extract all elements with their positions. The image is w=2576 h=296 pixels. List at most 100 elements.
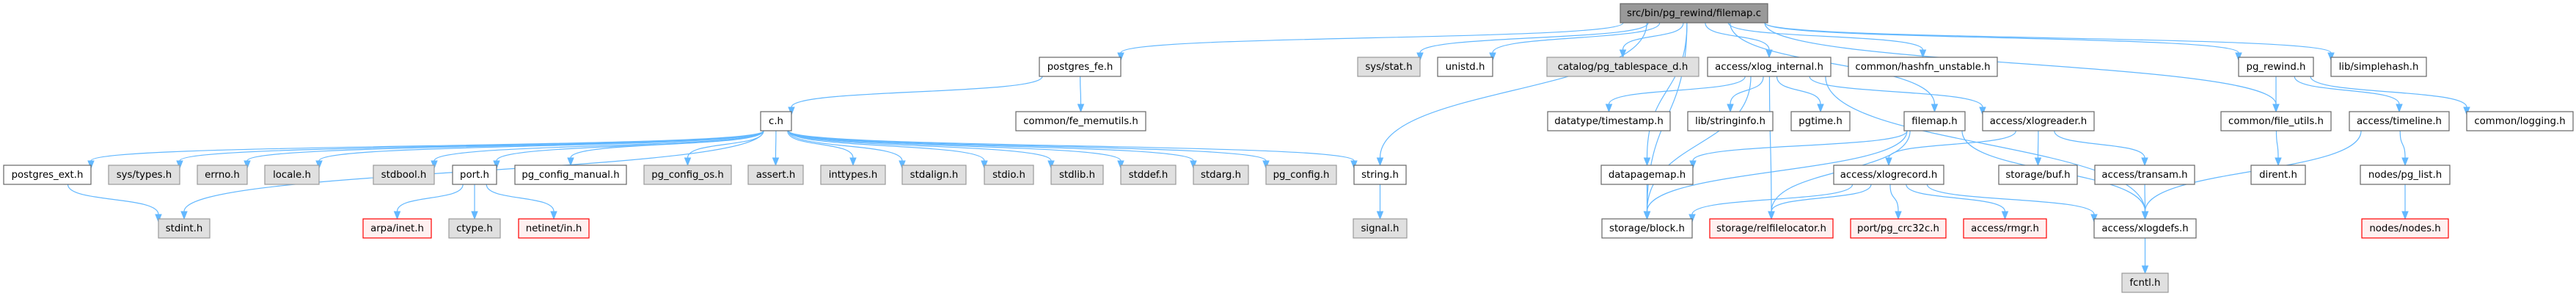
node-unistd-h[interactable]: unistd.h <box>1437 57 1493 77</box>
node-pg-config-manual-h[interactable]: pg_config_manual.h <box>514 165 627 185</box>
node-stdio-h[interactable]: stdio.h <box>984 165 1034 185</box>
node-storage-block-h[interactable]: storage/block.h <box>1601 218 1693 239</box>
node-arpa-inet-h[interactable]: arpa/inet.h <box>362 218 432 239</box>
node-dirent-h[interactable]: dirent.h <box>2250 165 2306 185</box>
node-box <box>1437 57 1493 77</box>
node-label: unistd.h <box>1446 62 1485 73</box>
arrowhead-icon <box>772 157 780 167</box>
edge-line <box>1730 22 1936 105</box>
node-label: fcntl.h <box>2130 278 2161 289</box>
node-datatype-timestamp-h[interactable]: datatype/timestamp.h <box>1547 111 1671 131</box>
arrowhead-icon <box>2327 52 2335 62</box>
node-label: common/fe_memutils.h <box>1023 116 1138 127</box>
edge-c-h-to-stdalign <box>788 130 906 170</box>
node-c-h[interactable]: c.h <box>760 111 792 131</box>
edge-line <box>687 130 764 159</box>
node-lib-stringinfo-h[interactable]: lib/stringinfo.h <box>1687 111 1774 131</box>
edge-line <box>179 130 764 162</box>
node-pg-config-h[interactable]: pg_config.h <box>1265 165 1337 185</box>
node-port-h[interactable]: port.h <box>452 165 497 185</box>
arrowhead-icon <box>684 157 692 167</box>
node-label: netinet/in.h <box>526 223 582 234</box>
node-postgres-ext-h[interactable]: postgres_ext.h <box>3 165 92 185</box>
node-box <box>820 165 886 185</box>
node-common-fe-memutils-h[interactable]: common/fe_memutils.h <box>1015 111 1146 131</box>
node-catalog-pg-tablespace-d-h[interactable]: catalog/pg_tablespace_d.h <box>1546 57 1699 77</box>
node-signal-h[interactable]: signal.h <box>1353 218 1408 239</box>
edge-line <box>1120 22 1624 54</box>
node-label: access/xlogdefs.h <box>2101 223 2188 234</box>
arrowhead-icon <box>1489 52 1496 62</box>
node-access-xlog-internal-h[interactable]: access/xlog_internal.h <box>1707 57 1832 77</box>
node-box <box>2360 165 2451 185</box>
node-port-pg-crc32c-h[interactable]: port/pg_crc32c.h <box>1850 218 1947 239</box>
edge-line <box>2275 130 2279 159</box>
node-label: dirent.h <box>2259 170 2297 181</box>
node-box <box>1620 3 1768 24</box>
node-assert-h[interactable]: assert.h <box>747 165 804 185</box>
node-label: inttypes.h <box>829 170 878 181</box>
node-netinet-in-h[interactable]: netinet/in.h <box>518 218 590 239</box>
node-sys-types-h[interactable]: sys/types.h <box>108 165 180 185</box>
node-access-rmgr-h[interactable]: access/rmgr.h <box>1963 218 2047 239</box>
node-label: storage/relfilelocator.h <box>1716 223 1826 234</box>
node-label: stdio.h <box>992 170 1025 181</box>
arrowhead-icon <box>1931 104 1939 113</box>
edge-c-h-to-stddef <box>788 130 1124 170</box>
node-sys-stat-h[interactable]: sys/stat.h <box>1357 57 1421 77</box>
node-box <box>901 165 967 185</box>
edge-port-to-netinet-in <box>486 184 557 220</box>
node-stdalign-h[interactable]: stdalign.h <box>901 165 967 185</box>
node-locale-h[interactable]: locale.h <box>264 165 320 185</box>
node-label: postgres_ext.h <box>12 170 84 181</box>
arrowhead-icon <box>315 160 323 170</box>
node-ctype-h[interactable]: ctype.h <box>448 218 501 239</box>
node-stdbool-h[interactable]: stdbool.h <box>373 165 435 185</box>
node-stdarg-h[interactable]: stdarg.h <box>1193 165 1249 185</box>
node-access-xlogdefs-h[interactable]: access/xlogdefs.h <box>2093 218 2197 239</box>
node-access-xlogrecord-h[interactable]: access/xlogrecord.h <box>1833 165 1944 185</box>
node-common-file-utils-h[interactable]: common/file_utils.h <box>2220 111 2332 131</box>
node-storage-buf-h[interactable]: storage/buf.h <box>1998 165 2078 185</box>
node-access-transam-h[interactable]: access/transam.h <box>2094 165 2195 185</box>
node-pg-rewind-h[interactable]: pg_rewind.h <box>2238 57 2314 77</box>
edge-xlog-internal-to-stringinfo <box>1727 76 1764 113</box>
node-box <box>108 165 180 185</box>
node-datapagemap-h[interactable]: datapagemap.h <box>1600 165 1694 185</box>
node-nodes-pg-list-h[interactable]: nodes/pg_list.h <box>2360 165 2451 185</box>
node-string-h[interactable]: string.h <box>1353 165 1407 185</box>
arrowhead-icon <box>1727 104 1734 113</box>
edge-line <box>787 130 854 159</box>
node-storage-relfilelocator-h[interactable]: storage/relfilelocator.h <box>1709 218 1834 239</box>
edge-file-utils-to-dirent <box>2275 130 2282 167</box>
node-common-logging-h[interactable]: common/logging.h <box>2466 111 2574 131</box>
node-stdint-h[interactable]: stdint.h <box>158 218 211 239</box>
node-pg-config-os-h[interactable]: pg_config_os.h <box>643 165 732 185</box>
node-pgtime-h[interactable]: pgtime.h <box>1790 111 1851 131</box>
node-box <box>2250 165 2306 185</box>
edge-line <box>1926 184 2095 215</box>
node-inttypes-h[interactable]: inttypes.h <box>820 165 886 185</box>
node-label: access/transam.h <box>2101 170 2187 181</box>
edge-filemap-c-to-xlog-internal <box>1705 22 1773 59</box>
node-box <box>1120 165 1177 185</box>
arrowhead-icon <box>2463 107 2470 116</box>
node-fcntl-h[interactable]: fcntl.h <box>2121 272 2169 293</box>
node-nodes-nodes-h[interactable]: nodes/nodes.h <box>2361 218 2449 239</box>
node-box <box>2238 57 2314 77</box>
arrowhead-icon <box>2235 52 2242 62</box>
node-label: filemap.h <box>1911 116 1957 127</box>
node-access-timeline-h[interactable]: access/timeline.h <box>2349 111 2450 131</box>
node-label: arpa/inet.h <box>370 223 424 234</box>
node-filemap-h[interactable]: filemap.h <box>1903 111 1966 131</box>
node-box <box>1903 111 1966 131</box>
node-common-hashfn-unstable-h[interactable]: common/hashfn_unstable.h <box>1848 57 1998 77</box>
node-lib-simplehash-h[interactable]: lib/simplehash.h <box>2330 57 2427 77</box>
node-stddef-h[interactable]: stddef.h <box>1120 165 1177 185</box>
node-errno-h[interactable]: errno.h <box>197 165 248 185</box>
edge-xlogrecord-to-rmgr <box>1906 184 2009 220</box>
node-access-xlogreader-h[interactable]: access/xlogreader.h <box>1982 111 2095 131</box>
node-stdlib-h[interactable]: stdlib.h <box>1050 165 1104 185</box>
node-postgres-fe-h[interactable]: postgres_fe.h <box>1039 57 1121 77</box>
edge-xlogrecord-to-xlogdefs <box>1926 184 2098 223</box>
